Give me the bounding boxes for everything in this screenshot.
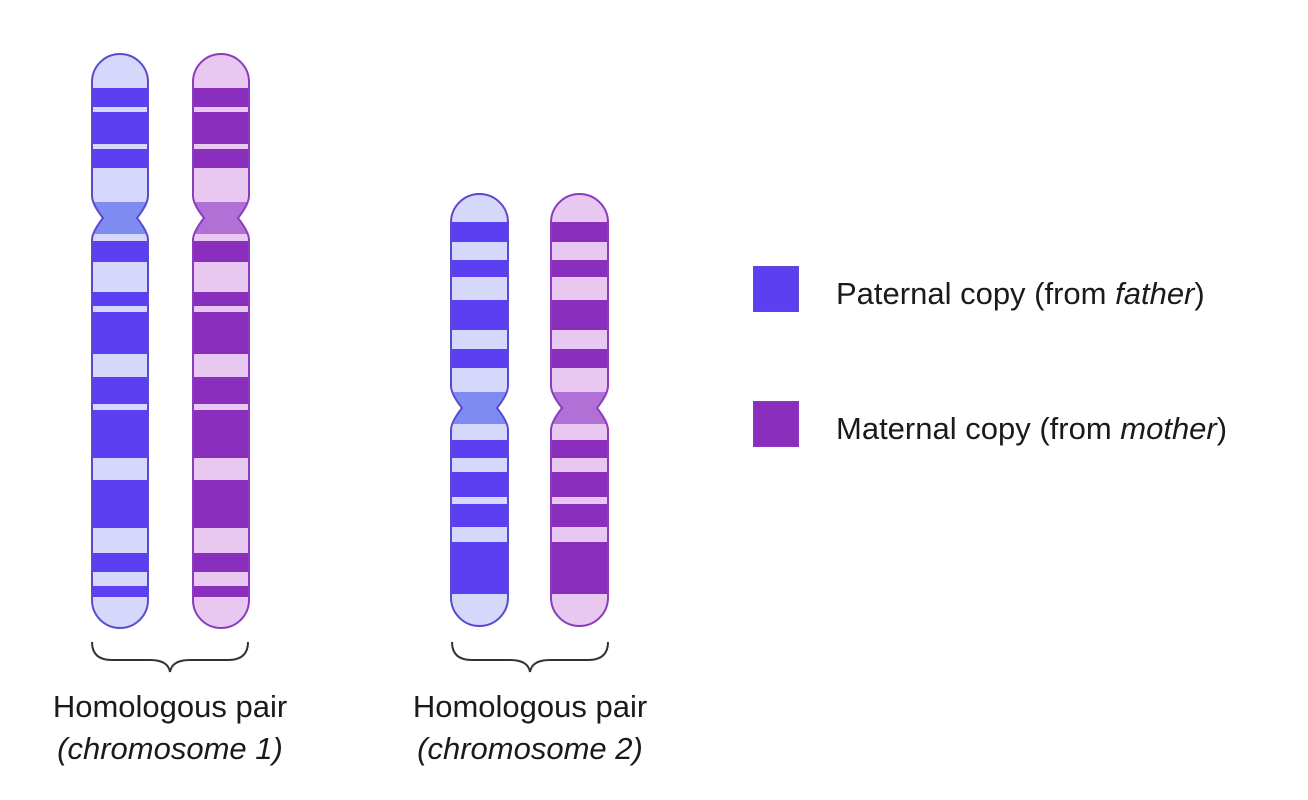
chr2-maternal-band [551,429,608,440]
chr1-paternal-band [92,168,148,196]
chr2-paternal-band [451,368,508,384]
chromosome-1-maternal [192,53,250,629]
chr2-maternal-band [551,194,608,222]
pair-1-subtitle: (chromosome 1) [57,731,283,766]
chr2-paternal-band [451,277,508,300]
chr1-paternal-band [92,572,148,586]
chr2-maternal-centromere [551,392,608,424]
chr2-paternal-centromere [451,392,508,424]
pair-1-brace [91,641,249,673]
chr2-maternal-band [551,368,608,384]
chr2-paternal-band [451,194,508,222]
chr2-paternal-band [451,429,508,440]
legend-maternal-swatch [753,401,799,447]
chr1-maternal-band [193,528,249,553]
chr1-paternal-band [92,262,148,292]
pair-2-label: Homologous pair (chromosome 2) [380,686,680,770]
chr1-paternal-band [92,306,148,312]
chr2-maternal-band [551,242,608,260]
chr2-paternal-band [451,594,508,626]
chromosome-2-paternal [450,193,509,627]
pair-1-title: Homologous pair [52,689,288,724]
chr1-paternal-band [92,458,148,480]
chr1-paternal-centromere [92,202,148,234]
chr1-maternal-band [193,144,249,149]
chr1-maternal-band [193,354,249,377]
pair-1-label: Homologous pair (chromosome 1) [20,686,320,770]
chr1-paternal-band [92,354,148,377]
legend-paternal-swatch [753,266,799,312]
pair-2-title: Homologous pair [412,689,648,724]
legend-paternal-suffix: ) [1194,276,1205,311]
chr1-maternal-band [193,262,249,292]
chr1-maternal-band [193,404,249,410]
chr1-maternal-band [193,168,249,196]
chr1-maternal-band [193,597,249,628]
chr2-maternal-band [551,594,608,626]
chr2-paternal-band [451,527,508,542]
chromosome-1-paternal [91,53,149,629]
chr2-paternal-band [451,242,508,260]
legend-paternal-emphasis: father [1115,276,1195,311]
legend-maternal-suffix: ) [1216,411,1228,446]
chr1-paternal-band [92,144,148,149]
chr2-paternal-outline [450,193,509,627]
chr1-maternal-band [193,306,249,312]
legend-maternal-prefix: Maternal copy (from [836,411,1121,446]
chr2-maternal-band [551,527,608,542]
chr1-paternal-band [92,528,148,553]
chr2-maternal-band [551,458,608,472]
chr1-maternal-band [193,107,249,112]
chr1-maternal-band [193,458,249,480]
legend-paternal-label: Paternal copy (from father) [836,276,1205,312]
chr1-maternal-centromere [193,202,249,234]
chr1-maternal-outline [192,53,250,629]
chr1-maternal-band [193,572,249,586]
chr2-maternal-outline [550,193,609,627]
chr2-paternal-band [451,330,508,349]
chr2-paternal-band [451,497,508,504]
chr1-paternal-band [92,597,148,628]
chromosome-2-maternal [550,193,609,627]
legend-maternal-label: Maternal copy (from mother) [836,411,1227,447]
pair-2-subtitle: (chromosome 2) [417,731,643,766]
chr2-maternal-band [551,330,608,349]
chr1-paternal-outline [91,53,149,629]
chr2-paternal-band [451,458,508,472]
chr1-paternal-band [92,107,148,112]
pair-2-brace [451,641,609,673]
chr2-maternal-band [551,277,608,300]
chr1-paternal-band [92,404,148,410]
chr2-maternal-band [551,497,608,504]
chr1-paternal-band [92,54,148,88]
legend-paternal-prefix: Paternal copy (from [836,276,1116,311]
legend-maternal-emphasis: mother [1120,411,1217,446]
chr1-maternal-band [193,54,249,88]
